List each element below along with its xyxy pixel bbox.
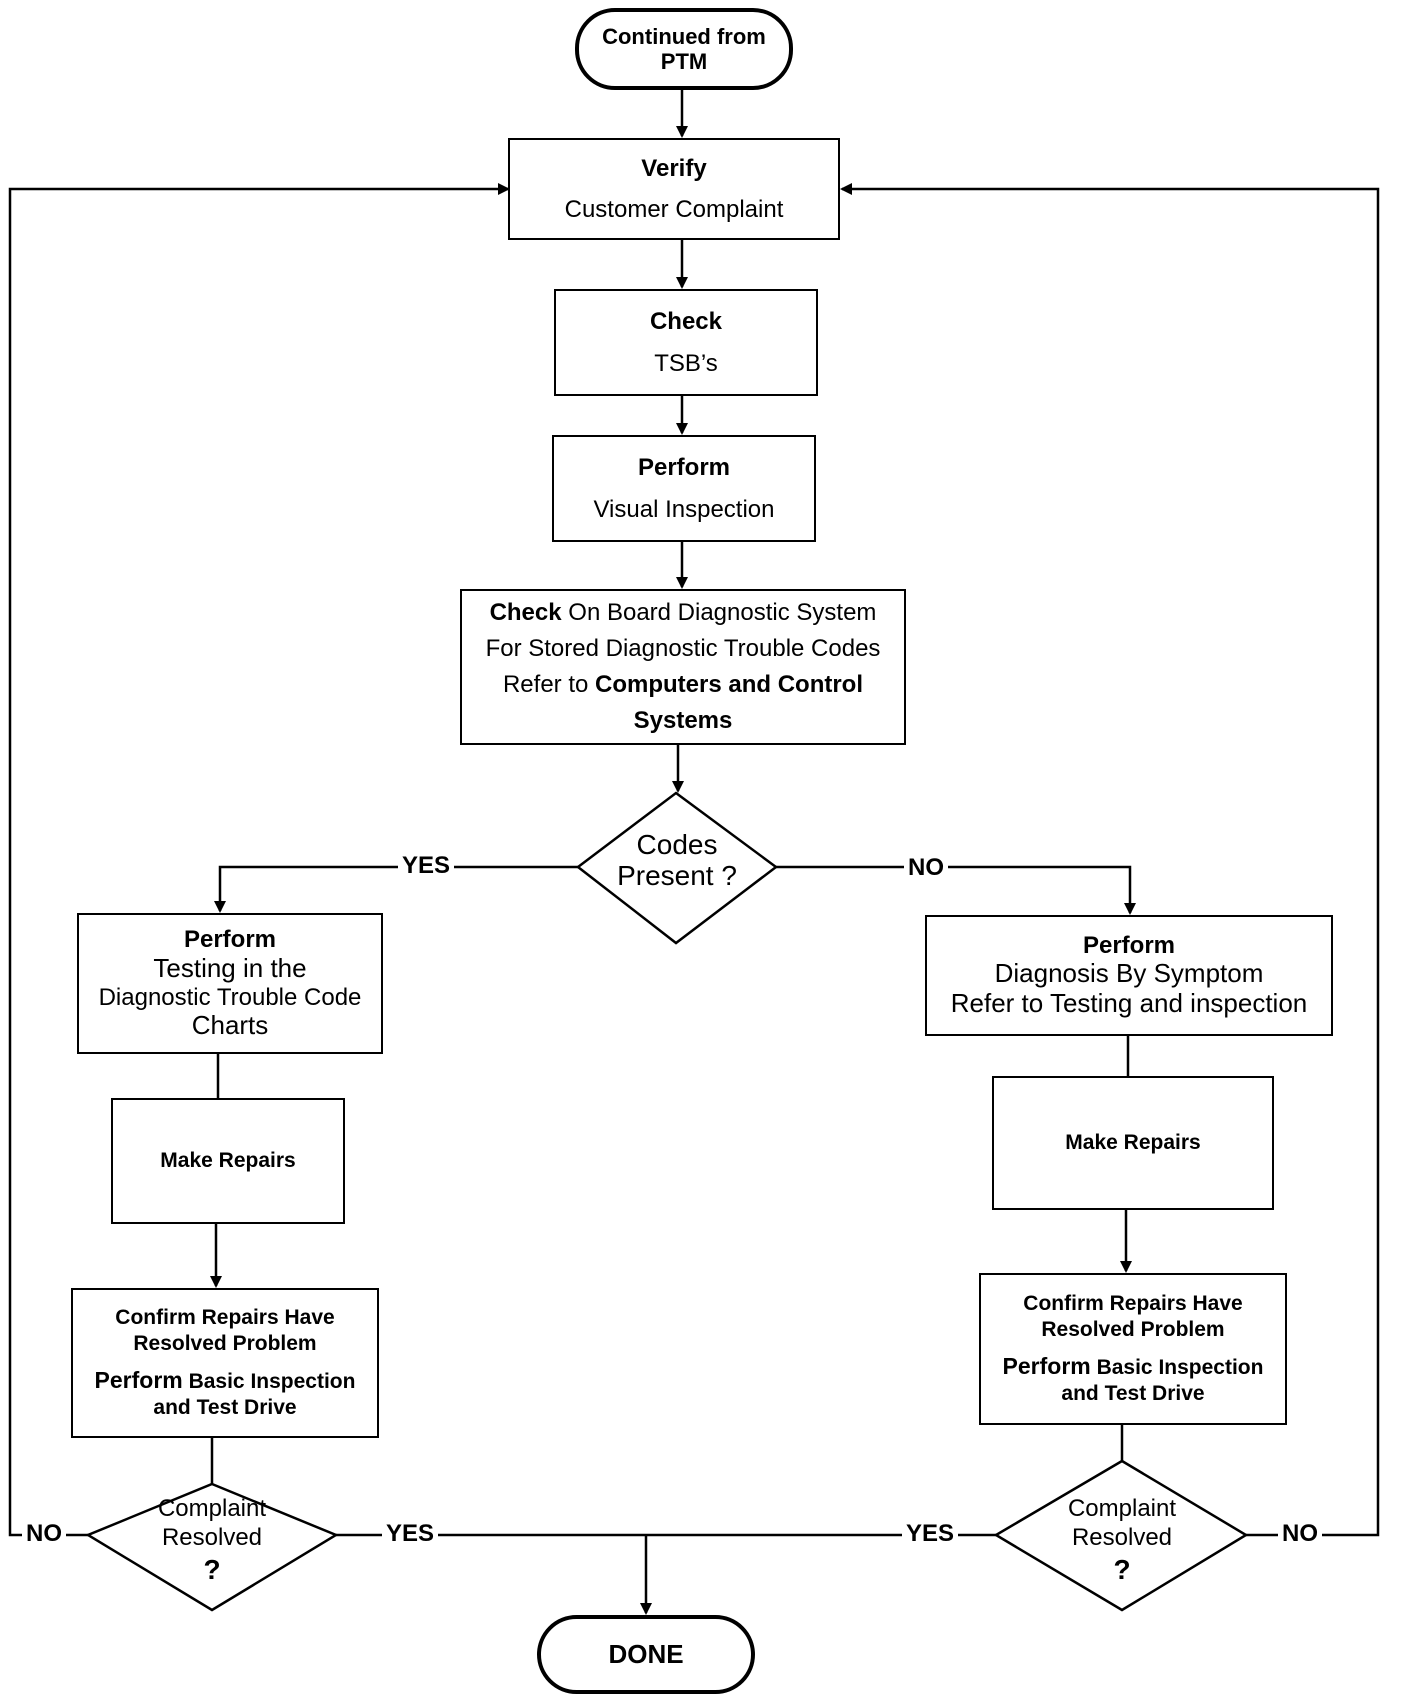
left-perform-box: Perform Testing in the Diagnostic Troubl… bbox=[77, 913, 383, 1054]
right-confirm-line1: Confirm Repairs Have bbox=[1023, 1292, 1243, 1315]
obd-check-box: Check On Board Diagnostic System For Sto… bbox=[460, 589, 906, 745]
codes-present-text: Codes Present ? bbox=[598, 829, 756, 892]
codes-present-diamond bbox=[575, 791, 779, 945]
check-tsb-box: Check TSB’s bbox=[554, 289, 818, 396]
check-tsb-title: Check bbox=[649, 308, 723, 336]
left-complaint-diamond bbox=[85, 1482, 339, 1612]
codes-line2: Present ? bbox=[617, 859, 737, 891]
visual-title: Perform bbox=[637, 454, 731, 482]
left-perform-line1: Testing in the bbox=[153, 952, 307, 983]
right-make-repairs-box: Make Repairs bbox=[992, 1076, 1274, 1210]
codes-line1: Codes bbox=[636, 829, 718, 860]
left-confirm-basic: Basic Inspection bbox=[182, 1369, 356, 1393]
right-perform-line2: Refer to Testing and inspection bbox=[950, 988, 1308, 1019]
left-confirm-line1: Confirm Repairs Have bbox=[115, 1306, 335, 1329]
left-make-repairs-box: Make Repairs bbox=[111, 1098, 345, 1224]
right-confirm-line2: Resolved Problem bbox=[1041, 1318, 1225, 1342]
start-line1: Continued from bbox=[602, 23, 766, 49]
verify-title: Verify bbox=[641, 154, 707, 182]
left-no-label: NO bbox=[22, 1520, 66, 1548]
left-complaint-qmark: ? bbox=[203, 1553, 221, 1585]
visual-text: Visual Inspection bbox=[593, 495, 775, 523]
obd-line3-bold: Computers and Control Systems bbox=[595, 671, 864, 734]
right-confirm-box: Confirm Repairs Have Resolved Problem Pe… bbox=[979, 1273, 1287, 1425]
left-confirm-box: Confirm Repairs Have Resolved Problem Pe… bbox=[71, 1288, 379, 1438]
codes-no-label: NO bbox=[904, 854, 948, 882]
right-confirm-line3: Perform Basic Inspection bbox=[1003, 1352, 1264, 1381]
right-complaint-diamond bbox=[993, 1459, 1249, 1612]
right-confirm-basic: Basic Inspection bbox=[1090, 1355, 1264, 1379]
left-confirm-perform: Perform bbox=[94, 1366, 183, 1393]
right-complaint-line2: Resolved bbox=[1071, 1523, 1173, 1551]
done-text: DONE bbox=[608, 1639, 684, 1669]
codes-yes-label: YES bbox=[398, 852, 455, 880]
obd-line3: Refer to Computers and Control Systems bbox=[462, 667, 904, 739]
right-perform-box: Perform Diagnosis By Symptom Refer to Te… bbox=[925, 915, 1333, 1036]
left-confirm-line4: and Test Drive bbox=[153, 1395, 297, 1419]
obd-line1: Check On Board Diagnostic System bbox=[490, 595, 877, 631]
arrow-codes-yes bbox=[214, 865, 578, 913]
right-make-repairs-text: Make Repairs bbox=[1065, 1131, 1201, 1155]
left-perform-line2: Diagnostic Trouble Code bbox=[98, 983, 362, 1011]
left-perform-line3: Charts bbox=[191, 1010, 269, 1041]
start-line2: PTM bbox=[660, 49, 708, 74]
verify-text: Customer Complaint bbox=[564, 196, 784, 223]
visual-inspection-box: Perform Visual Inspection bbox=[552, 435, 816, 542]
right-complaint-text: Complaint Resolved ? bbox=[1040, 1495, 1204, 1586]
right-complaint-qmark: ? bbox=[1113, 1553, 1131, 1585]
done-terminator: DONE bbox=[537, 1615, 755, 1694]
right-perform-line1: Diagnosis By Symptom bbox=[994, 958, 1264, 989]
verify-box: Verify Customer Complaint bbox=[508, 138, 840, 240]
left-complaint-line1: Complaint bbox=[157, 1495, 267, 1522]
left-make-repairs-text: Make Repairs bbox=[160, 1149, 296, 1173]
left-confirm-line3: Perform Basic Inspection bbox=[95, 1366, 356, 1395]
obd-line3-pre: Refer to bbox=[502, 671, 596, 698]
left-complaint-line2: Resolved bbox=[161, 1523, 263, 1551]
arrow-codes-no bbox=[776, 865, 1136, 915]
left-yes-label: YES bbox=[382, 1520, 439, 1548]
check-tsb-text: TSB’s bbox=[654, 349, 718, 377]
left-complaint-text: Complaint Resolved ? bbox=[130, 1495, 294, 1586]
obd-line2: For Stored Diagnostic Trouble Codes bbox=[485, 635, 881, 662]
right-confirm-perform: Perform bbox=[1002, 1352, 1091, 1379]
right-confirm-line4: and Test Drive bbox=[1061, 1381, 1205, 1405]
left-perform-title: Perform bbox=[183, 926, 277, 954]
right-perform-title: Perform bbox=[1082, 931, 1176, 959]
left-confirm-line2: Resolved Problem bbox=[133, 1332, 317, 1356]
right-no-label: NO bbox=[1278, 1520, 1322, 1548]
obd-line1-rest: On Board Diagnostic System bbox=[561, 599, 877, 626]
right-complaint-line1: Complaint bbox=[1067, 1495, 1177, 1522]
obd-line1-bold: Check bbox=[489, 599, 562, 626]
start-terminator: Continued from PTM bbox=[575, 8, 793, 90]
right-yes-label: YES bbox=[902, 1520, 959, 1548]
